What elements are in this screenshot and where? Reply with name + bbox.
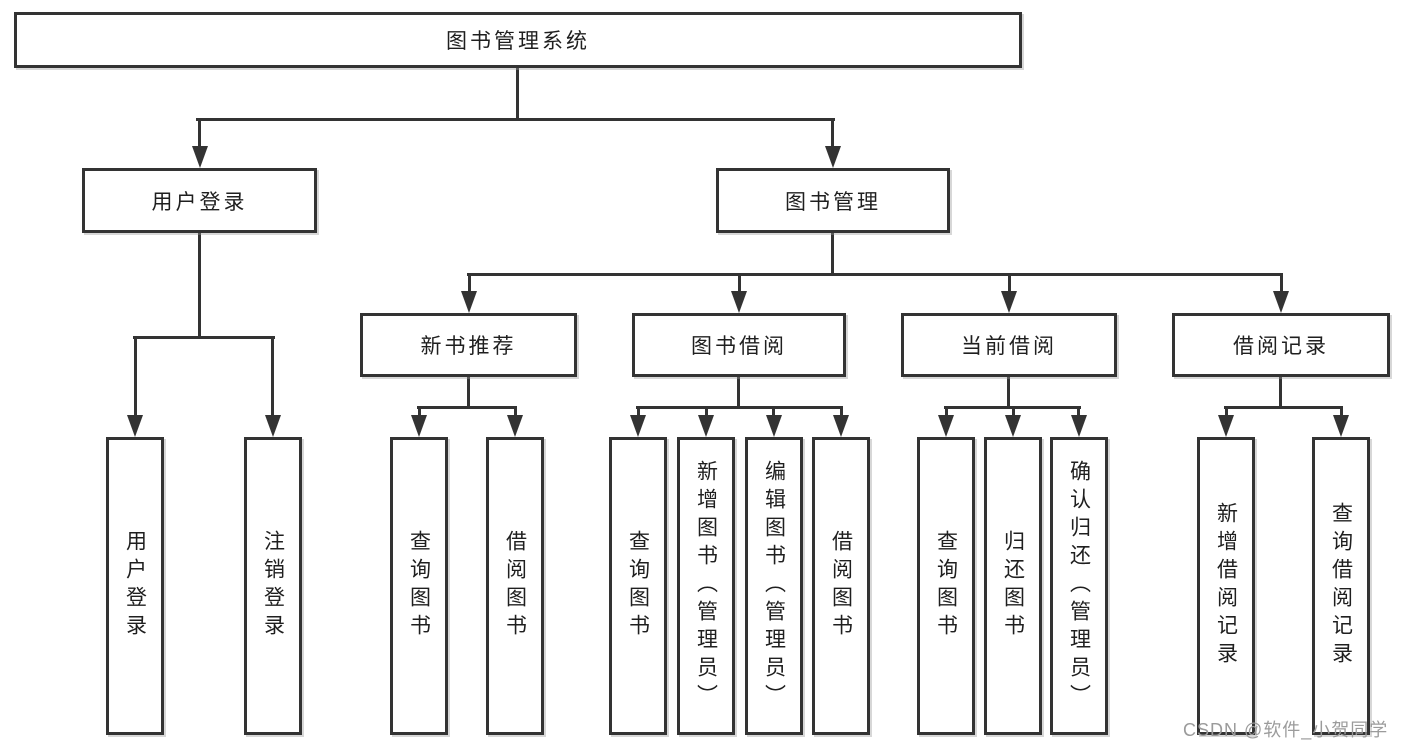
arrow-down-icon	[698, 415, 714, 437]
connector-drop-borrow	[738, 273, 741, 295]
node-borrow-records: 借阅记录	[1172, 313, 1390, 377]
connector-root-stem	[516, 68, 519, 118]
leaf-borrow-books: 借阅图书	[812, 437, 870, 735]
node-new-book-recommend: 新书推荐	[360, 313, 577, 377]
leaf-borrow-books-recommend: 借阅图书	[486, 437, 544, 735]
arrow-down-icon	[1005, 415, 1021, 437]
arrow-down-icon	[265, 415, 281, 437]
connector-drop	[1225, 406, 1228, 420]
leaf-query-books-current: 查询图书	[917, 437, 975, 735]
arrow-down-icon	[630, 415, 646, 437]
connector-records-stem	[1279, 377, 1282, 406]
connector-drop	[945, 406, 948, 420]
arrow-down-icon	[507, 415, 523, 437]
leaf-logout: 注销登录	[244, 437, 302, 735]
node-current-borrow: 当前借阅	[901, 313, 1117, 377]
connector-user-bar	[133, 336, 275, 339]
connector-drop-login	[134, 336, 137, 419]
leaf-user-login: 用户登录	[106, 437, 164, 735]
leaf-return-books: 归还图书	[984, 437, 1042, 735]
connector-drop-user-login	[198, 118, 201, 150]
connector-user-stem	[198, 233, 201, 336]
leaf-add-books-admin: 新增图书（管理员）	[677, 437, 735, 735]
connector-drop	[772, 406, 775, 420]
connector-drop	[705, 406, 708, 420]
arrow-down-icon	[1071, 415, 1087, 437]
connector-drop	[840, 406, 843, 420]
connector-recommend-bar	[417, 406, 517, 409]
leaf-add-borrow-record: 新增借阅记录	[1197, 437, 1255, 735]
connector-drop	[514, 406, 517, 420]
arrow-down-icon	[731, 291, 747, 313]
connector-root-bar	[196, 118, 835, 121]
arrow-down-icon	[766, 415, 782, 437]
leaf-query-borrow-record: 查询借阅记录	[1312, 437, 1370, 735]
connector-drop-logout	[271, 336, 274, 419]
connector-drop-records	[1280, 273, 1283, 295]
connector-drop-recommend	[468, 273, 471, 295]
arrow-down-icon	[833, 415, 849, 437]
arrow-down-icon	[461, 291, 477, 313]
leaf-query-books-recommend: 查询图书	[390, 437, 448, 735]
connector-drop	[1077, 406, 1080, 420]
connector-current-stem	[1007, 377, 1010, 406]
arrow-down-icon	[1333, 415, 1349, 437]
connector-borrow-stem	[737, 377, 740, 406]
arrow-down-icon	[1273, 291, 1289, 313]
node-user-login: 用户登录	[82, 168, 317, 233]
connector-drop	[637, 406, 640, 420]
connector-records-bar	[1224, 406, 1343, 409]
arrow-down-icon	[192, 146, 208, 168]
connector-recommend-stem	[467, 377, 470, 406]
node-book-management: 图书管理	[716, 168, 950, 233]
connector-drop-book-management	[831, 118, 834, 150]
arrow-down-icon	[1001, 291, 1017, 313]
leaf-query-books-borrow: 查询图书	[609, 437, 667, 735]
arrow-down-icon	[938, 415, 954, 437]
arrow-down-icon	[411, 415, 427, 437]
leaf-edit-books-admin: 编辑图书（管理员）	[745, 437, 803, 735]
arrow-down-icon	[825, 146, 841, 168]
leaf-confirm-return-admin: 确认归还（管理员）	[1050, 437, 1108, 735]
node-book-borrow: 图书借阅	[632, 313, 846, 377]
connector-drop	[1340, 406, 1343, 420]
connector-book-stem	[831, 233, 834, 273]
arrow-down-icon	[127, 415, 143, 437]
node-library-management-system: 图书管理系统	[14, 12, 1022, 68]
connector-drop	[1012, 406, 1015, 420]
connector-drop	[418, 406, 421, 420]
connector-book-bar	[467, 273, 1283, 276]
connector-drop-current	[1008, 273, 1011, 295]
arrow-down-icon	[1218, 415, 1234, 437]
connector-borrow-bar	[636, 406, 843, 409]
csdn-watermark: CSDN @软件_小贺同学	[1183, 720, 1389, 740]
